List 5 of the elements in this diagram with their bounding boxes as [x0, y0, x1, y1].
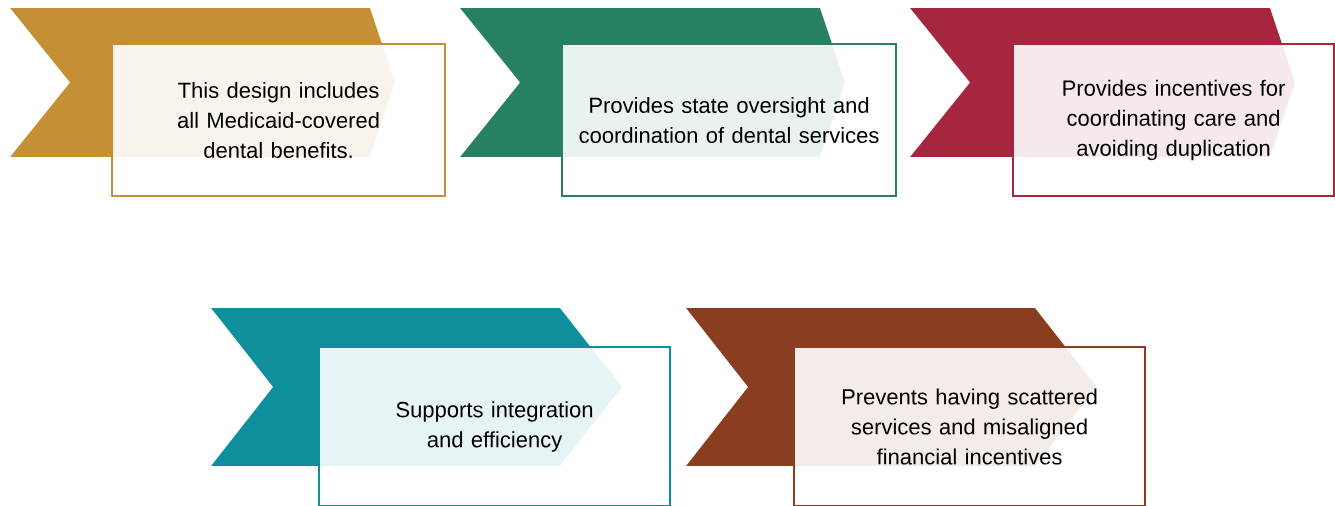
- chevron-box: Provides incentives for coordinating care and avoiding duplication: [910, 8, 1335, 197]
- chevron-box: Supports integration and efficiency: [211, 308, 671, 506]
- chevron-box: Prevents having scattered services and misaligned financial incentives: [686, 308, 1146, 506]
- chevron-box: Provides state oversight and coordination of dental services: [460, 8, 897, 197]
- chevron-box: This design includes all Medicaid-covered dental benefits.: [10, 8, 446, 197]
